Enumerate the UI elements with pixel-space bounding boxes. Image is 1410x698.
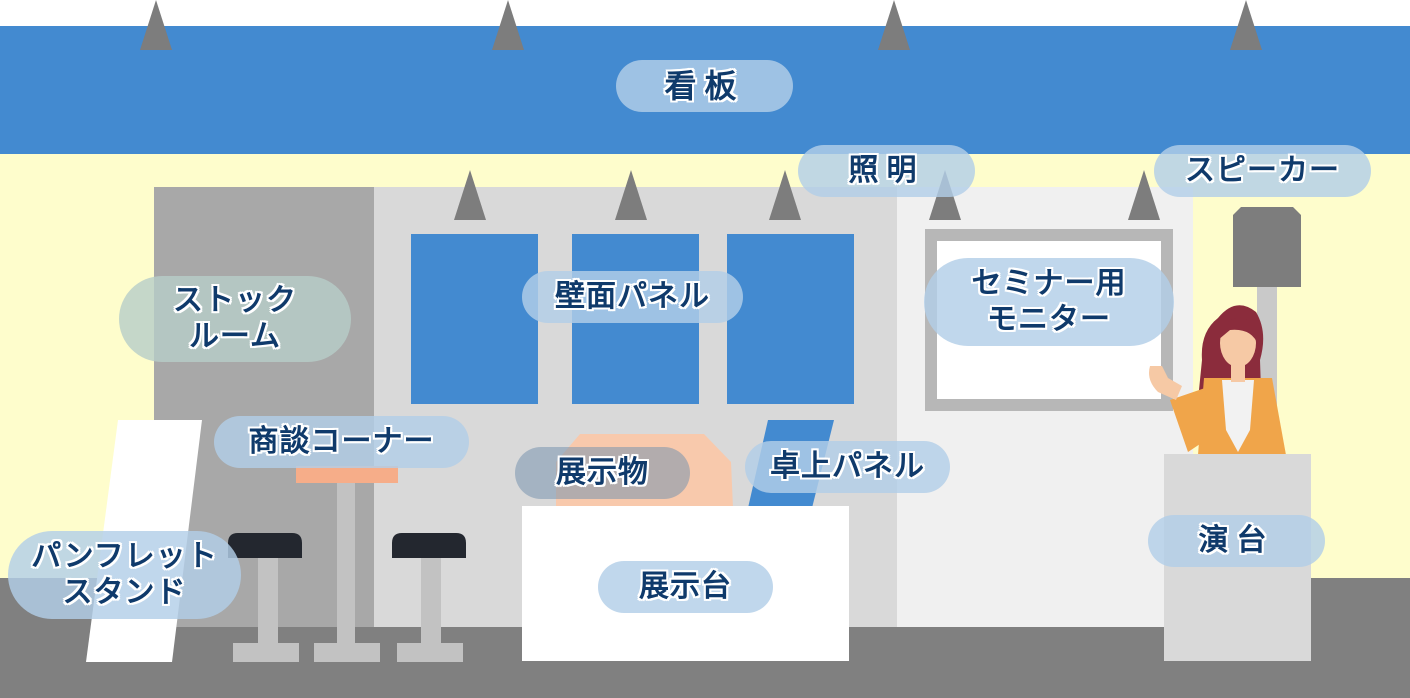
ceiling-light-4 [1230,0,1262,50]
podium-label: 演台 [1148,515,1325,567]
speaker-box [1233,207,1301,287]
stock-room-label: ストック ルーム [119,276,351,362]
speaker-label: スピーカー [1154,145,1371,197]
stool-left-base [233,643,299,662]
ceiling-light-2 [492,0,524,50]
stool-right-base [397,643,463,662]
spotlight-2 [615,170,647,220]
spotlight-1 [454,170,486,220]
pamphlet-stand-label: パンフレット スタンド [8,531,241,619]
spotlight-5 [1128,170,1160,220]
stool-left-seat [228,533,302,558]
signboard-label: 看板 [616,60,793,112]
stool-left-pole [258,555,278,647]
lighting-label: 照明 [798,145,975,197]
wall-panel-label: 壁面パネル [522,271,743,323]
seminar-monitor-label: セミナー用 モニター [924,258,1174,346]
ceiling-light-3 [878,0,910,50]
ceiling-light-1 [140,0,172,50]
meeting-table-pole [337,480,355,648]
meeting-table-base [314,643,380,662]
display-table-label: 展示台 [598,561,773,613]
wall-panel-1 [411,234,538,404]
presenter-figure [1149,305,1286,455]
wall-panel-3 [727,234,854,404]
table-panel-label: 卓上パネル [745,441,950,493]
spotlight-3 [769,170,801,220]
stool-right-pole [421,555,441,647]
meeting-table-top [296,466,398,483]
stool-right-seat [392,533,466,558]
exhibit-label: 展示物 [515,447,690,499]
meeting-corner-label: 商談コーナー [214,416,469,468]
